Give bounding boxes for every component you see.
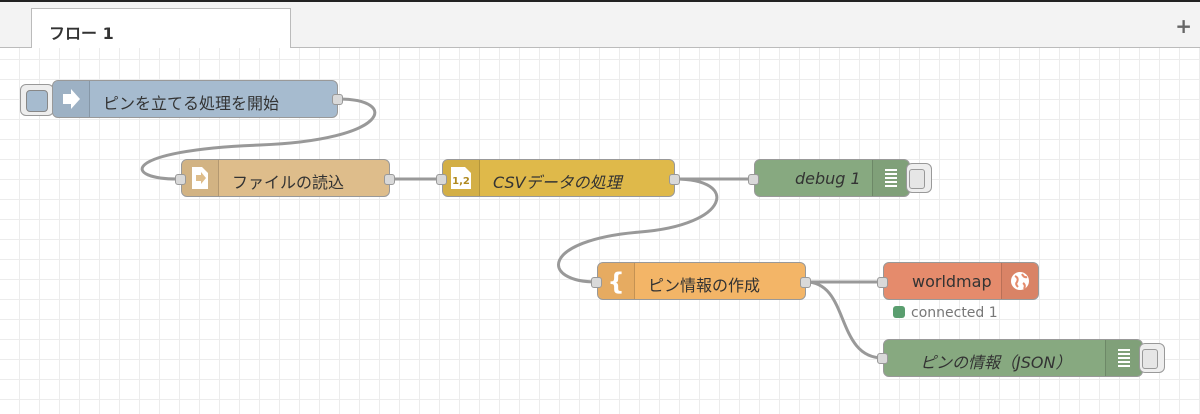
output-port[interactable] bbox=[332, 94, 343, 105]
debug-toggle-button[interactable] bbox=[906, 163, 932, 193]
tab-flow-1[interactable]: フロー 1 bbox=[31, 8, 291, 50]
output-port[interactable] bbox=[669, 174, 680, 185]
wire-inject-file bbox=[140, 97, 377, 181]
svg-text:1,2: 1,2 bbox=[452, 176, 470, 187]
output-port[interactable] bbox=[384, 174, 395, 185]
debug-list-icon bbox=[872, 160, 909, 196]
node-label: worldmap bbox=[912, 272, 992, 291]
arrow-right-icon bbox=[53, 81, 90, 117]
inject-trigger-button[interactable] bbox=[20, 84, 54, 116]
svg-text:{: { bbox=[607, 268, 624, 296]
node-label: ピン情報の作成 bbox=[648, 276, 761, 295]
node-label: ピンを立てる処理を開始 bbox=[103, 94, 280, 113]
node-file-in[interactable]: ファイルの読込 bbox=[181, 159, 390, 197]
file-in-icon bbox=[182, 160, 219, 196]
input-port[interactable] bbox=[591, 277, 602, 288]
output-port[interactable] bbox=[800, 277, 811, 288]
debug-toggle-button[interactable] bbox=[1139, 343, 1165, 373]
node-label: ピンの情報（JSON） bbox=[920, 353, 1072, 372]
brace-icon: { bbox=[598, 263, 635, 299]
tab-bar: フロー 1 + bbox=[0, 0, 1200, 50]
tab-label: フロー 1 bbox=[49, 24, 114, 43]
node-debug-1[interactable]: debug 1 bbox=[754, 159, 910, 197]
input-port[interactable] bbox=[877, 353, 888, 364]
node-template[interactable]: { ピン情報の作成 bbox=[597, 262, 806, 300]
status-dot bbox=[893, 306, 905, 318]
node-label: debug 1 bbox=[795, 169, 861, 188]
csv-icon: 1,2 bbox=[443, 160, 480, 196]
node-debug-2[interactable]: ピンの情報（JSON） bbox=[883, 339, 1143, 377]
node-label: CSVデータの処理 bbox=[493, 173, 622, 192]
debug-list-icon bbox=[1105, 340, 1142, 376]
node-csv[interactable]: 1,2 CSVデータの処理 bbox=[442, 159, 675, 197]
input-port[interactable] bbox=[877, 277, 888, 288]
node-status: connected 1 bbox=[893, 305, 998, 321]
plus-icon[interactable]: + bbox=[1175, 14, 1192, 38]
wire-csv-template bbox=[557, 177, 719, 284]
input-port[interactable] bbox=[748, 174, 759, 185]
wire-template-debug2 bbox=[805, 280, 884, 360]
globe-icon bbox=[1001, 263, 1038, 299]
input-port[interactable] bbox=[175, 174, 186, 185]
input-port[interactable] bbox=[436, 174, 447, 185]
status-text: connected 1 bbox=[911, 305, 998, 321]
node-worldmap[interactable]: worldmap bbox=[883, 262, 1039, 300]
node-inject[interactable]: ピンを立てる処理を開始 bbox=[52, 80, 338, 118]
node-label: ファイルの読込 bbox=[232, 173, 345, 192]
